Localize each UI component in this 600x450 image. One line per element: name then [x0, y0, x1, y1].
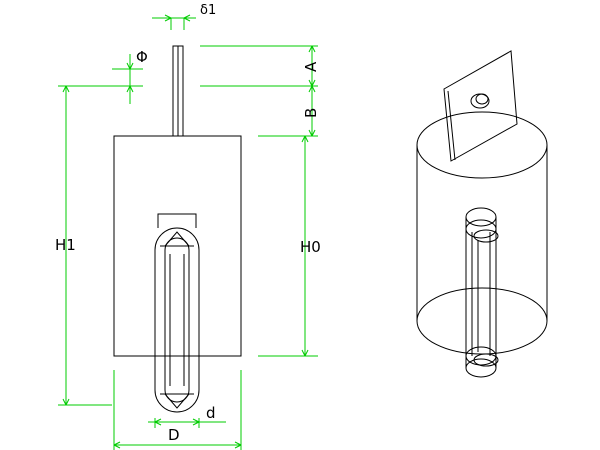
slot-outer: [154, 227, 200, 413]
dimension-lines: [58, 14, 318, 450]
label-phi: Φ: [136, 48, 148, 66]
front-view: [113, 45, 242, 413]
isometric-view: [416, 50, 548, 378]
slot-bottom-triangle: [164, 393, 190, 409]
label-d: d: [206, 404, 216, 422]
cylinder-top: [416, 111, 548, 179]
slot-top-triangle: [164, 231, 190, 247]
label-A: A: [302, 61, 320, 72]
label-H0: H0: [300, 238, 321, 256]
slot-top-cap: [157, 213, 197, 228]
label-B: B: [302, 108, 320, 118]
tab-plate: [443, 50, 518, 162]
label-D: D: [168, 426, 180, 444]
label-H1: H1: [55, 236, 76, 254]
label-delta1: δ1: [200, 3, 216, 18]
body-outline: [113, 135, 242, 357]
slot-inner: [164, 237, 190, 403]
cylinder-bottom: [416, 287, 548, 355]
